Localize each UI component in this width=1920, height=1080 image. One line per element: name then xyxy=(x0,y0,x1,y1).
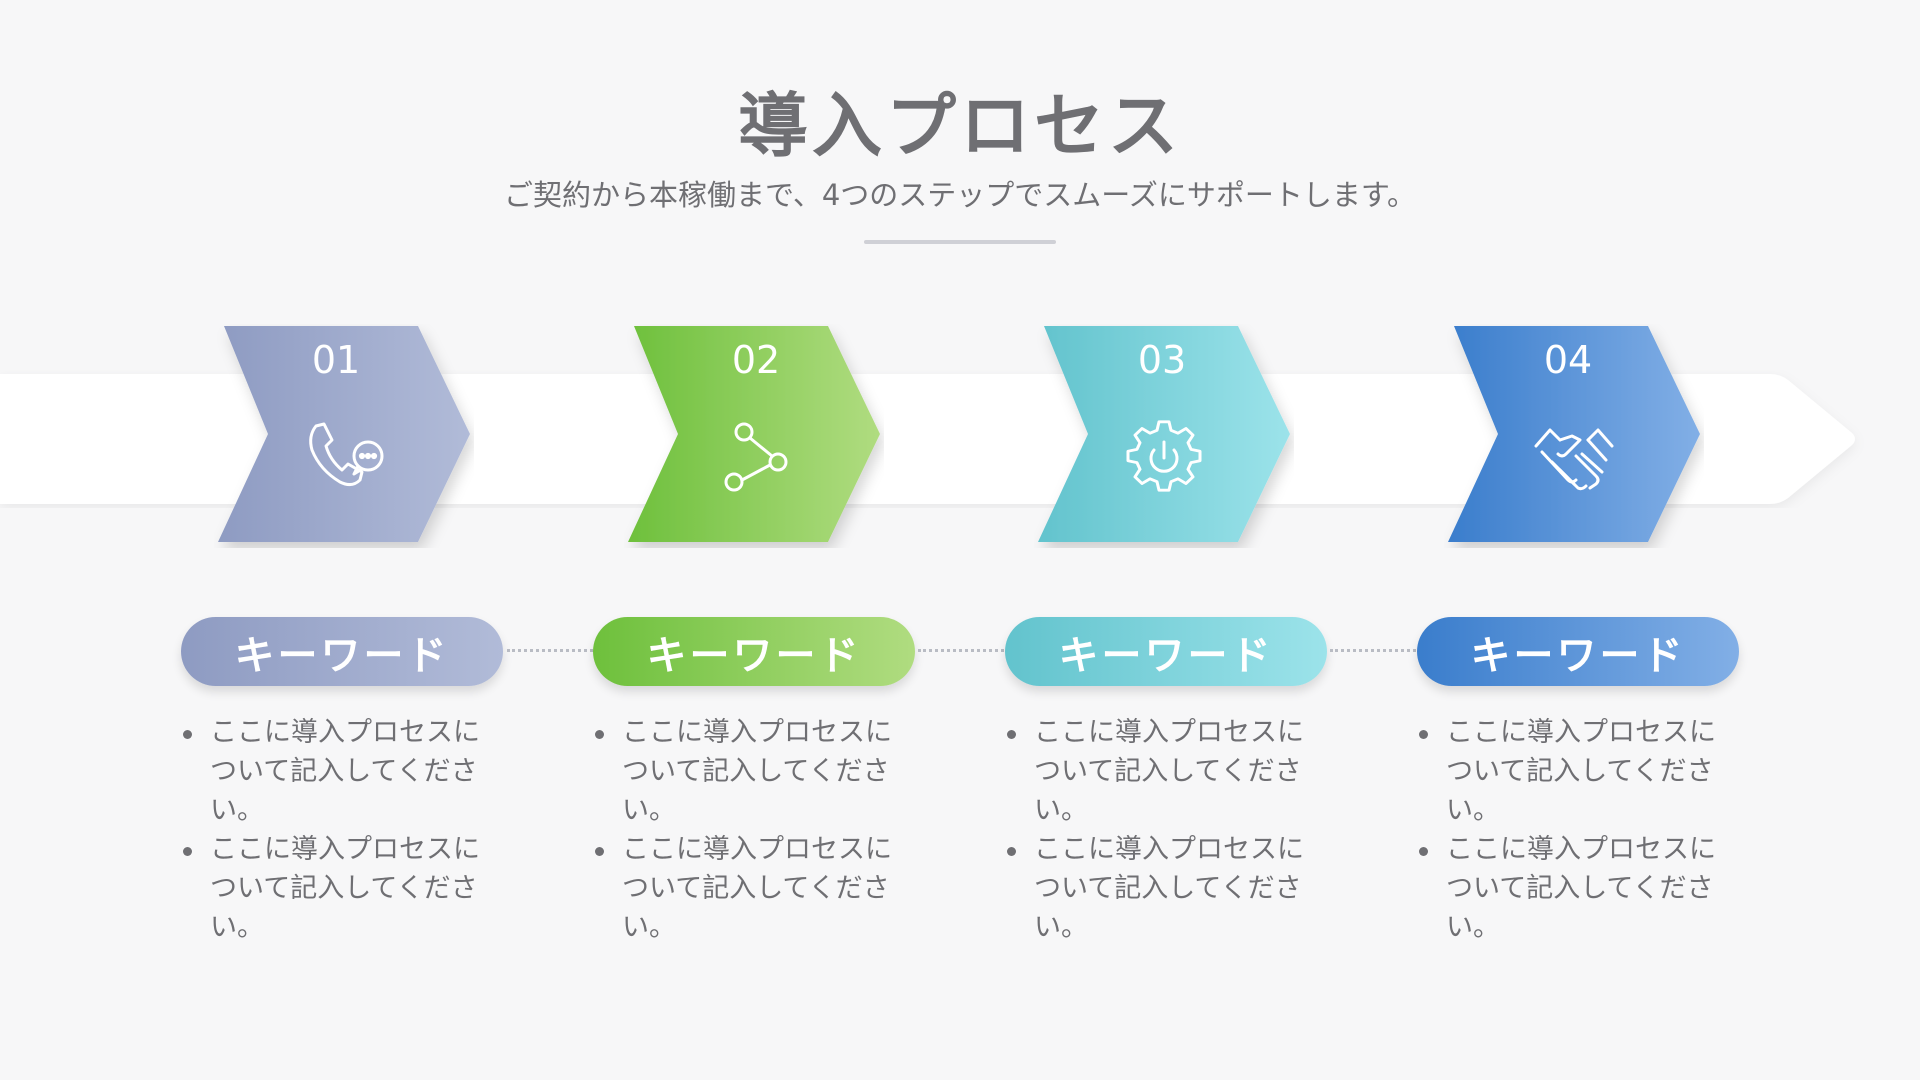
step-1-bullets: ここに導入プロセスについて記入してください。 ここに導入プロセスについて記入して… xyxy=(180,713,490,947)
dotted-connector-1 xyxy=(507,649,593,652)
step-4-bullets: ここに導入プロセスについて記入してください。 ここに導入プロセスについて記入して… xyxy=(1416,713,1726,947)
step-1-bullet-1: ここに導入プロセスについて記入してください。 xyxy=(180,713,490,830)
step-3-keyword-pill: キーワード xyxy=(1005,617,1327,686)
dotted-connector-2 xyxy=(918,649,1004,652)
step-4-chevron xyxy=(1448,326,1700,542)
step-2-bullet-2: ここに導入プロセスについて記入してください。 xyxy=(592,830,902,947)
page-subtitle: ご契約から本稼働まで、4つのステップでスムーズにサポートします。 xyxy=(504,178,1416,212)
step-1-keyword: キーワード xyxy=(234,632,450,679)
step-4-keyword-pill: キーワード xyxy=(1417,617,1739,686)
step-2-keyword: キーワード xyxy=(646,632,862,679)
page-title: 導入プロセス xyxy=(738,85,1182,167)
share-nodes-icon xyxy=(724,422,788,492)
step-3-number: 03 xyxy=(1137,338,1187,382)
step-2-number: 02 xyxy=(731,338,781,382)
step-4-keyword: キーワード xyxy=(1470,632,1686,679)
step-3-chevron xyxy=(1038,326,1290,542)
step-1-chevron xyxy=(218,326,470,542)
step-3-keyword: キーワード xyxy=(1058,632,1274,679)
step-3-bullets: ここに導入プロセスについて記入してください。 ここに導入プロセスについて記入して… xyxy=(1004,713,1314,947)
step-2-keyword-pill: キーワード xyxy=(593,617,915,686)
step-1-keyword-pill: キーワード xyxy=(181,617,503,686)
phone-chat-icon xyxy=(309,422,384,487)
step-3-bullet-1: ここに導入プロセスについて記入してください。 xyxy=(1004,713,1314,830)
process-arrow-band xyxy=(0,374,1855,504)
step-4-bullet-2: ここに導入プロセスについて記入してください。 xyxy=(1416,830,1726,947)
step-2-chevron xyxy=(628,326,880,542)
dotted-connector-3 xyxy=(1330,649,1416,652)
step-1-bullet-2: ここに導入プロセスについて記入してください。 xyxy=(180,830,490,947)
step-1-number: 01 xyxy=(311,338,361,382)
step-2-bullets: ここに導入プロセスについて記入してください。 ここに導入プロセスについて記入して… xyxy=(592,713,902,947)
step-3-bullet-2: ここに導入プロセスについて記入してください。 xyxy=(1004,830,1314,947)
step-4-number: 04 xyxy=(1543,338,1593,382)
step-2-bullet-1: ここに導入プロセスについて記入してください。 xyxy=(592,713,902,830)
title-divider xyxy=(864,240,1056,244)
gear-power-icon xyxy=(1126,420,1202,492)
handshake-icon xyxy=(1534,428,1614,491)
step-4-bullet-1: ここに導入プロセスについて記入してください。 xyxy=(1416,713,1726,830)
